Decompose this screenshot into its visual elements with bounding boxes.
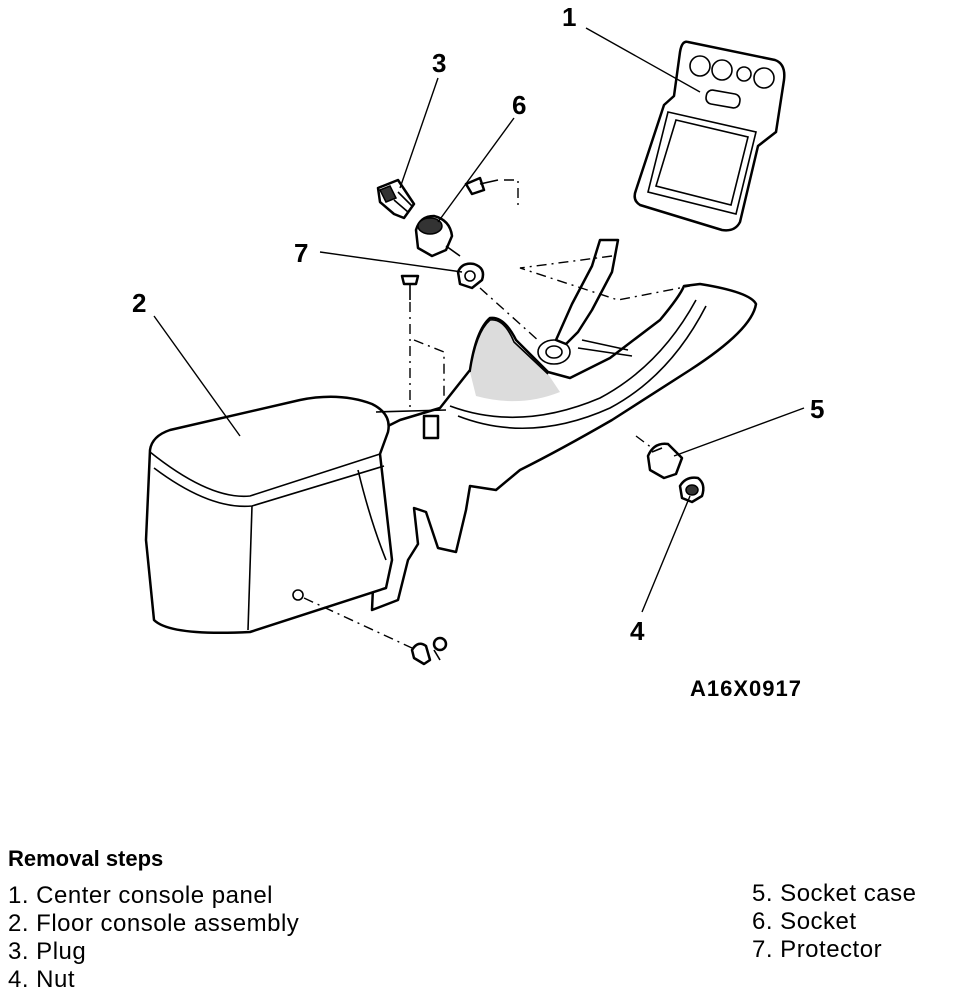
leader-7 <box>319 251 463 273</box>
exploded-diagram: 1 2 3 4 5 6 7 A16X0917 <box>132 2 824 701</box>
callout-6: 6 <box>512 90 526 120</box>
leader-2 <box>153 315 241 437</box>
screw-lower <box>410 636 448 666</box>
removal-step: 2. Floor console assembly <box>8 910 300 937</box>
assembly-line-screw-panel <box>504 179 519 205</box>
removal-step: 4. Nut <box>8 966 76 993</box>
leader-6 <box>437 117 515 223</box>
socket-case <box>646 442 684 480</box>
callout-4: 4 <box>630 616 645 646</box>
callout-7: 7 <box>294 238 308 268</box>
plug <box>376 178 416 220</box>
leader-3 <box>399 77 439 189</box>
floor-console-assembly <box>144 238 758 635</box>
assembly-line-socket-case <box>635 435 653 449</box>
center-console-panel <box>633 40 786 232</box>
removal-step: 1. Center console panel <box>8 882 273 909</box>
removal-steps-right: 5. Socket case 6. Socket 7. Protector <box>752 880 916 964</box>
removal-steps-left: 1. Center console panel 2. Floor console… <box>8 882 299 994</box>
callout-3: 3 <box>432 48 446 78</box>
assembly-line-bracket <box>413 339 445 400</box>
protector <box>456 262 485 290</box>
screw-upper <box>464 176 499 196</box>
socket <box>414 214 461 258</box>
assembly-line-panel-tray <box>519 255 691 301</box>
removal-step: 5. Socket case <box>752 880 917 907</box>
screw-middle <box>400 274 420 300</box>
callout-1: 1 <box>562 2 576 32</box>
figure-code: A16X0917 <box>690 676 802 701</box>
removal-step: 6. Socket <box>752 908 857 935</box>
removal-steps-title: Removal steps <box>8 846 164 871</box>
removal-step: 3. Plug <box>8 938 87 965</box>
callout-2: 2 <box>132 288 146 318</box>
nut <box>678 476 705 504</box>
leader-5 <box>673 407 805 457</box>
assembly-line-armrest-screw <box>303 597 413 649</box>
removal-step: 7. Protector <box>752 936 883 963</box>
leader-4 <box>641 495 691 613</box>
leader-1 <box>585 27 701 93</box>
assembly-line-protector <box>479 287 541 343</box>
callout-5: 5 <box>810 394 824 424</box>
